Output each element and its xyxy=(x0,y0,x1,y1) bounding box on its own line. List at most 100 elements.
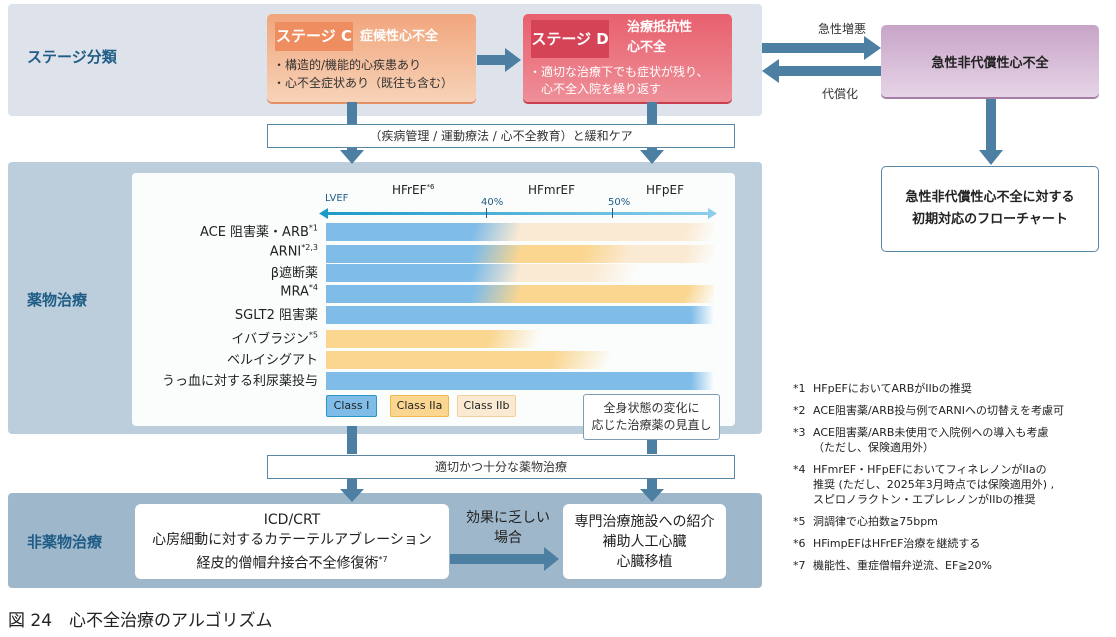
category-hfmref: HFmrEF xyxy=(528,183,576,197)
drug-label: ACE 阻害薬・ARB*1 xyxy=(133,221,318,240)
drug-sup: *4 xyxy=(308,283,318,292)
arrow-label-compensation: 代償化 xyxy=(822,87,859,101)
footnotes: *1 HFpEFにおいてARBがIIbの推奨 *2 ACE阻害薬/ARB投与例でARN… xyxy=(793,381,1113,580)
axis-left-head xyxy=(319,208,328,219)
recommendation-bar xyxy=(326,245,714,263)
drug-name: β遮断薬 xyxy=(270,266,318,281)
adequate-therapy-box: 適切かつ十分な薬物治療 xyxy=(267,455,735,479)
arrow-nondrug-head xyxy=(544,547,559,571)
adhf-flowchart-box[interactable]: 急性非代償性心不全に対する 初期対応のフローチャート xyxy=(881,166,1099,252)
footnote-text: HFpEFにおいてARBがIIbの推奨 xyxy=(813,381,972,396)
stage-c-line: ・心不全症状あり（既往も含む） xyxy=(273,76,454,90)
device-line-sup: *7 xyxy=(378,554,388,564)
arrow-enough-right-head xyxy=(640,489,664,502)
footnote-line: ACE阻害薬/ARB未使用で入院例への導入も考慮 xyxy=(813,426,1049,439)
tick-40 xyxy=(486,208,487,218)
footnote: *7 機能性、重症僧帽弁逆流、EF≧20% xyxy=(793,558,1113,573)
label-line: 場合 xyxy=(494,530,522,546)
arrow-enough-left xyxy=(347,479,357,491)
flowchart-line: 急性非代償性心不全に対する xyxy=(905,190,1075,205)
threshold-50: 50% xyxy=(608,197,631,208)
arrow-label-exacerbation: 急性増悪 xyxy=(818,22,867,36)
recommendation-bar xyxy=(326,306,714,324)
arrow-c-to-d-head xyxy=(505,48,521,72)
arrow-enough-right xyxy=(647,479,657,491)
flowchart-line: 初期対応のフローチャート xyxy=(912,212,1068,227)
drug-label: ベルイシグアト xyxy=(133,349,318,368)
stage-c-tag: ステージ C xyxy=(275,22,353,51)
footnote-mark: *3 xyxy=(793,426,806,439)
footnote-text: ACE阻害薬/ARB投与例でARNIへの切替えを考慮可 xyxy=(813,403,1064,418)
drug-label: うっ血に対する利尿薬投与 xyxy=(133,370,318,389)
arrow-nondrug xyxy=(450,554,545,564)
care-box: （疾病管理 / 運動療法 / 心不全教育）と緩和ケア xyxy=(267,124,735,148)
stage-d-title: 治療抵抗性 心不全 xyxy=(627,18,727,58)
arrow-adhf-down-head xyxy=(979,150,1003,165)
footnote-mark: *5 xyxy=(793,515,806,528)
referral-line: 補助人工心臓 xyxy=(602,533,687,550)
drug-name: ベルイシグアト xyxy=(226,353,318,368)
footnote-text: HFimpEFはHFrEF治療を継続する xyxy=(813,536,980,551)
specialist-referral-box: 専門治療施設への紹介 補助人工心臓 心臓移植 xyxy=(563,504,726,579)
drug-label: SGLT2 阻害薬 xyxy=(133,304,318,323)
drug-name: イバブラジン xyxy=(231,332,309,347)
footnote: *2 ACE阻害薬/ARB投与例でARNIへの切替えを考慮可 xyxy=(793,403,1113,418)
device-therapy-box: ICD/CRT 心房細動に対するカテーテルアブレーション 経皮的僧帽弁接合不全修… xyxy=(135,504,449,579)
footnote-line: HFpEFにおいてARBがIIbの推奨 xyxy=(813,382,972,395)
axis-right-head xyxy=(708,208,717,219)
footnote: *5 洞調律で心拍数≧75bpm xyxy=(793,514,1113,529)
drug-sup: *1 xyxy=(308,223,318,233)
recommendation-bar xyxy=(326,285,714,303)
review-line: 応じた治療薬の見直し xyxy=(591,418,712,432)
tick-50 xyxy=(612,208,613,218)
review-line: 全身状態の変化に xyxy=(603,401,700,415)
device-line: ICD/CRT xyxy=(263,511,321,528)
footnote-mark: *2 xyxy=(793,404,806,417)
adhf-box: 急性非代償性心不全 xyxy=(881,25,1099,97)
footnote-line: 推奨 (ただし、2025年3月時点では保険適用外) , xyxy=(813,478,1055,491)
footnote-mark: *1 xyxy=(793,382,806,395)
device-line: 心房細動に対するカテーテルアブレーション xyxy=(152,531,432,548)
stage-d-title-line: 治療抵抗性 xyxy=(627,20,693,35)
drug-sup: *2,3 xyxy=(301,243,318,252)
legend-class-iia: Class IIa xyxy=(390,395,449,417)
stage-c-desc: ・構造的/機能的心疾患あり ・心不全症状あり（既往も含む） xyxy=(273,56,453,92)
drug-name: ARNI xyxy=(269,244,302,260)
category-sup: *6 xyxy=(426,183,435,191)
stage-d-box: ステージ D 治療抵抗性 心不全 ・適切な治療下でも症状が残り、 心不全入院を繰… xyxy=(523,14,732,102)
arrow-stage-c-down-head xyxy=(340,150,364,164)
stage-d-line: ・適切な治療下でも症状が残り、 xyxy=(529,65,709,79)
legend-class-iib: Class IIb xyxy=(457,395,516,417)
label-line: 効果に乏しい xyxy=(466,510,550,526)
legend-class-i: Class I xyxy=(326,395,377,417)
axis-line xyxy=(326,212,710,215)
category-hfpef: HFpEF xyxy=(646,183,685,197)
drug-name: SGLT2 阻害薬 xyxy=(234,308,318,323)
footnote-line: ACE阻害薬/ARB投与例でARNIへの切替えを考慮可 xyxy=(813,404,1065,417)
figure-caption: 図 24 心不全治療のアルゴリズム xyxy=(8,611,273,631)
footnote-text: ACE阻害薬/ARB未使用で入院例への導入も考慮（ただし、保険適用外） xyxy=(813,425,1048,455)
footnote-line: スピロノラクトン・エプレレノンがIIbの推奨 xyxy=(813,493,1036,506)
drug-name: MRA xyxy=(280,284,309,300)
insufficient-effect-label: 効果に乏しい 場合 xyxy=(455,508,561,548)
recommendation-bar xyxy=(326,223,714,241)
footnote-line: 機能性、重症僧帽弁逆流、EF≧20% xyxy=(813,559,992,572)
recommendation-bar xyxy=(326,351,714,369)
lvef-axis xyxy=(319,208,717,219)
footnote-text: HFmrEF・HFpEFにおいてフィネレノンがIIaの推奨 (ただし、2025年… xyxy=(813,462,1054,507)
stage-d-desc: ・適切な治療下でも症状が残り、 心不全入院を繰り返す xyxy=(529,64,709,98)
category-hfref: HFrEF*6 xyxy=(392,183,434,197)
section-label-stage: ステージ分類 xyxy=(27,48,117,66)
footnote-line: HFmrEF・HFpEFにおいてフィネレノンがIIaの xyxy=(813,463,1047,476)
footnote-mark: *7 xyxy=(793,559,806,572)
footnote-line: HFimpEFはHFrEF治療を継続する xyxy=(813,537,981,550)
footnote-text: 洞調律で心拍数≧75bpm xyxy=(813,514,938,529)
arrow-enough-left-head xyxy=(340,489,364,502)
section-label-drug: 薬物治療 xyxy=(27,291,88,309)
device-line: 経皮的僧帽弁接合不全修復術*7 xyxy=(196,550,387,574)
arrow-from-adhf xyxy=(779,66,881,76)
category-name: HFrEF xyxy=(392,183,427,197)
arrow-adhf-down xyxy=(986,99,996,151)
arrow-c-to-d xyxy=(477,55,507,65)
